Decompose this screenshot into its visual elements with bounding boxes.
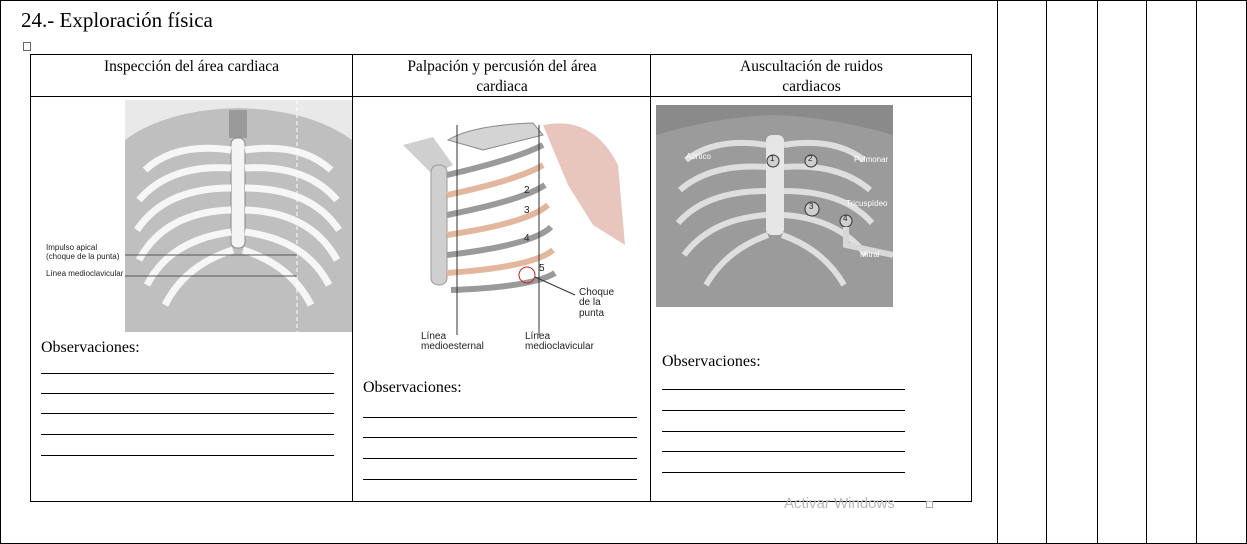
observation-line[interactable] [363,458,637,459]
exam-table: Inspección del área cardiaca [30,54,972,502]
column-header: Palpación y percusión del área cardiaca [353,55,651,97]
observation-line[interactable] [363,437,637,438]
figure-label: Pulmonar [854,155,888,164]
observation-line[interactable] [41,373,334,374]
auscultation-image: 1 2 3 4 Aórtico Pulmonar Tricuspídeo Mit… [656,105,893,307]
figure-label: Aórtico [686,152,711,161]
column-header: Inspección del área cardiaca [31,55,352,97]
figure-label: Tricuspídeo [846,199,888,208]
table-anchor-icon[interactable] [23,42,31,51]
column-auscultation: Auscultación de ruidos cardiacos [650,55,972,501]
observation-line[interactable] [662,410,905,411]
palpation-image: 2 3 4 5 Choque de la punta Línea medioes… [393,105,625,355]
observation-line[interactable] [662,431,905,432]
chest-skeleton-illustration [125,100,352,332]
observations-label: Observaciones: [41,339,140,357]
observation-line[interactable] [41,393,334,394]
observations-label: Observaciones: [363,379,462,397]
section-title: 24.- Exploración física [21,8,213,33]
observation-line[interactable] [41,455,334,456]
grid-divider [1046,0,1047,544]
grid-divider [1097,0,1098,544]
auscultation-point: 1 [770,154,774,163]
figure-label: medioclavicular [525,341,594,352]
grid-divider [997,0,998,544]
figure-label: Impulso apical [46,243,97,252]
figure-label: de la punta [579,297,625,319]
observation-line[interactable] [662,451,905,452]
figure-label: Mitral [860,250,880,259]
observation-line[interactable] [662,389,905,390]
rib-number: 5 [539,263,545,274]
rib-number: 3 [524,205,530,216]
observation-line[interactable] [41,413,334,414]
grid-divider [1196,0,1197,544]
rib-number: 4 [524,233,530,244]
auscultation-point: 2 [808,154,812,163]
auscultation-point: 4 [843,214,847,223]
observation-line[interactable] [363,417,637,418]
observation-line[interactable] [662,472,905,473]
observations-label: Observaciones: [662,353,761,371]
resize-handle-icon[interactable] [926,501,933,508]
observation-line[interactable] [41,434,334,435]
windows-activation-watermark: Activar Windows [784,495,895,512]
figure-label: medioesternal [421,341,484,352]
figure-label: (choque de la punta) [46,252,119,261]
column-inspection: Inspección del área cardiaca [31,55,352,501]
figure-label: Línea medioclavicular [46,269,123,278]
observation-line[interactable] [363,479,637,480]
chest-inspection-image [125,100,352,332]
grid-divider [1146,0,1147,544]
column-palpation: Palpación y percusión del área cardiaca [352,55,651,501]
rib-number: 2 [524,185,530,196]
column-header: Auscultación de ruidos cardiacos [651,55,972,97]
auscultation-point: 3 [809,202,813,211]
